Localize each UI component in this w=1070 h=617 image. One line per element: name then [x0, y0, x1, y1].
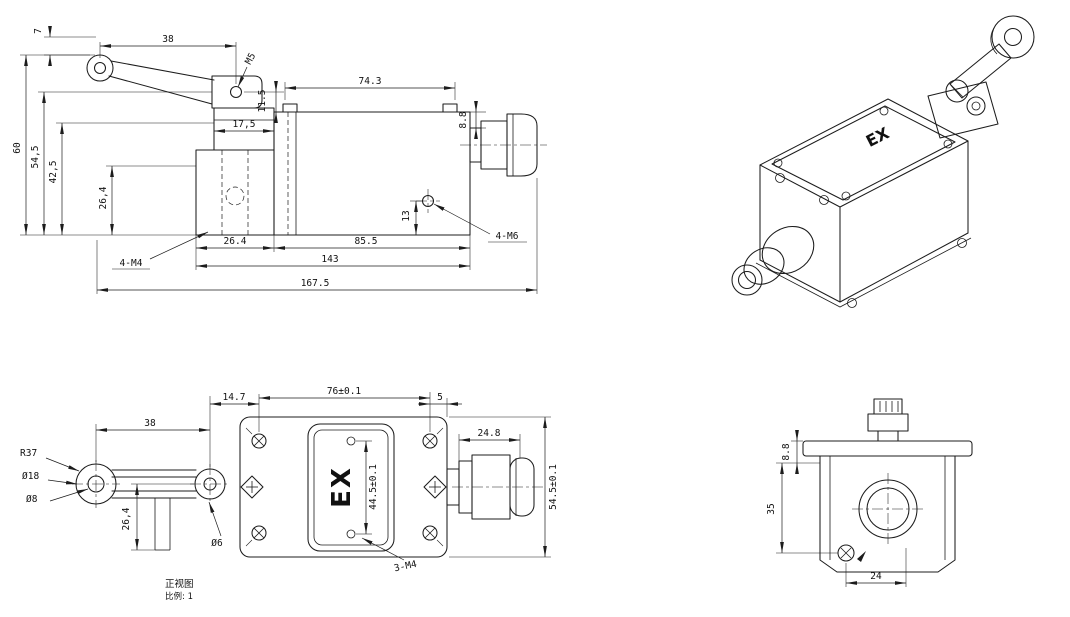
side-dim-54-5: 54,5 — [30, 146, 41, 169]
end-dim-8-8: 8.8 — [781, 443, 792, 460]
front-dim-d18: Ø18 — [22, 471, 39, 482]
end-dim-24: 24 — [870, 571, 882, 582]
front-view-scale: 比例: 1 — [165, 591, 193, 602]
side-dim-8-8: 8.8 — [458, 111, 469, 128]
iso-ex-marking: EX — [863, 123, 893, 151]
front-dim-54-5: 54.5±0.1 — [548, 464, 559, 510]
front-view-geometry — [72, 416, 544, 558]
front-dim-d8: Ø8 — [26, 494, 38, 505]
front-dim-r37: R37 — [20, 448, 37, 459]
side-dim-13: 13 — [401, 210, 412, 221]
side-dim-m5: M5 — [243, 51, 258, 66]
end-view: 8.8 35 24 — [766, 398, 973, 587]
isometric-geometry — [731, 15, 1035, 308]
front-dim-26-4: 26,4 — [121, 507, 132, 530]
front-dim-76: 76±0.1 — [327, 386, 362, 397]
front-dim-d6: Ø6 — [211, 538, 223, 549]
front-view: EX 38 14.7 76±0.1 5 24.8 — [20, 386, 559, 602]
front-dim-3-m4: 3-M4 — [393, 559, 418, 575]
side-view-geometry — [86, 54, 547, 236]
side-dim-4-m6: 4-M6 — [496, 231, 519, 242]
front-view-caption: 正视图 — [165, 578, 194, 590]
front-dim-38: 38 — [144, 418, 156, 429]
side-dim-38: 38 — [162, 34, 174, 45]
end-view-dimensions: 8.8 35 24 — [766, 430, 907, 587]
side-dim-4-m4: 4-M4 — [120, 258, 143, 269]
front-dim-5: 5 — [437, 392, 443, 403]
isometric-view: EX — [731, 15, 1035, 308]
front-dim-44-5: 44.5±0.1 — [368, 464, 379, 510]
side-dim-26-4-v: 26,4 — [98, 186, 109, 209]
front-ex-marking: EX — [327, 466, 357, 508]
side-dim-26-4-h: 26.4 — [224, 236, 247, 247]
side-dim-11-5: 11.5 — [257, 90, 268, 113]
end-dim-35: 35 — [766, 503, 777, 514]
end-view-geometry — [802, 398, 973, 573]
side-dim-167-5: 167.5 — [301, 278, 330, 289]
side-view: 7 38 M5 74.3 11.5 17,5 — [12, 26, 547, 294]
side-dim-85-5: 85.5 — [355, 236, 378, 247]
side-dim-143: 143 — [321, 254, 338, 265]
front-dim-24-8: 24.8 — [478, 428, 501, 439]
side-dim-60: 60 — [12, 142, 23, 154]
side-view-dimensions: 7 38 M5 74.3 11.5 17,5 — [12, 26, 538, 294]
side-dim-42-5: 42,5 — [48, 161, 59, 184]
front-view-dimensions: 38 14.7 76±0.1 5 24.8 R37 Ø18 — [20, 386, 559, 602]
side-dim-7: 7 — [33, 28, 44, 34]
side-dim-17-5: 17,5 — [233, 119, 256, 130]
side-dim-74-3: 74.3 — [359, 76, 382, 87]
front-dim-14-7: 14.7 — [223, 392, 246, 403]
